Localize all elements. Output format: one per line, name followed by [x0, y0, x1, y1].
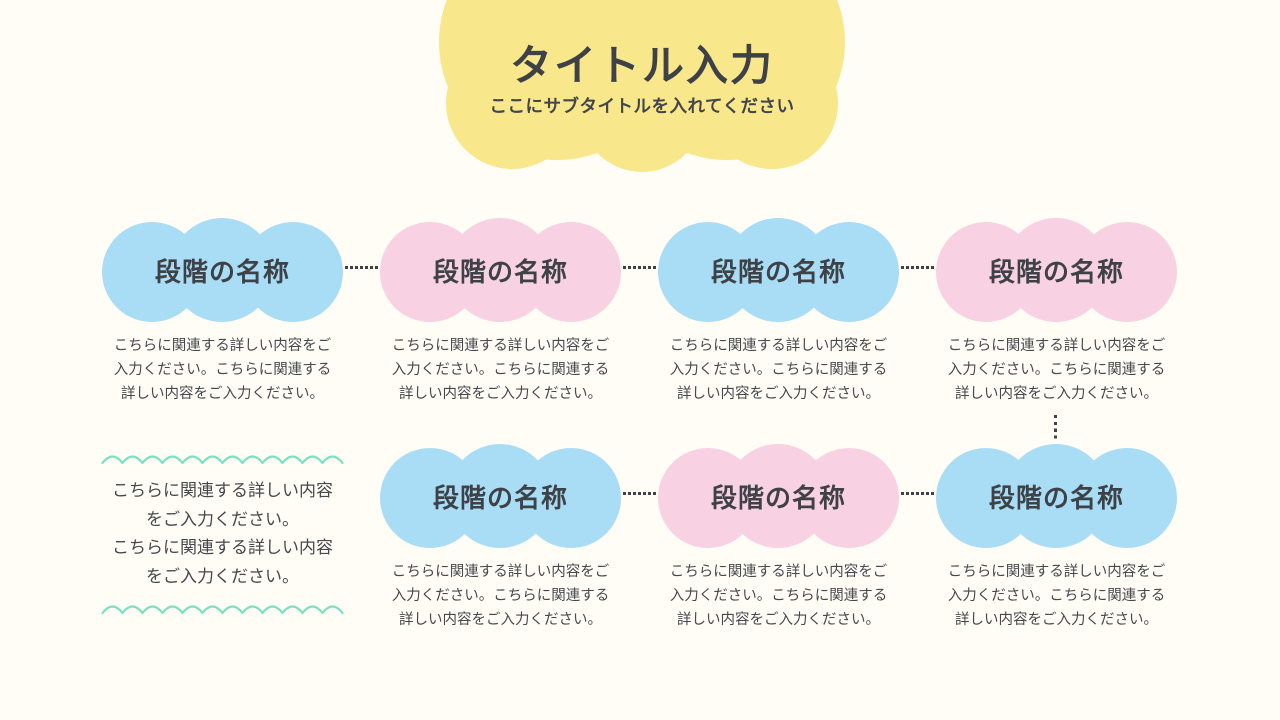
stage-card-2: 段階の名称 こちらに関連する詳しい内容をご 入力ください。こちらに関連する 詳し… — [378, 218, 623, 418]
cloud-shape — [380, 218, 621, 322]
dotted-connector-h2 — [623, 266, 656, 270]
stage-label: 段階の名称 — [432, 482, 568, 513]
stage-label: 段階の名称 — [710, 482, 846, 513]
dotted-connector-h5 — [901, 492, 934, 496]
stage-card-5: 段階の名称 こちらに関連する詳しい内容をご 入力ください。こちらに関連する 詳し… — [378, 444, 623, 644]
stage-card-1: 段階の名称 こちらに関連する詳しい内容をご 入力ください。こちらに関連する 詳し… — [100, 218, 345, 418]
page-title: タイトル入力 — [509, 42, 774, 89]
stage-card-3: 段階の名称 こちらに関連する詳しい内容をご 入力ください。こちらに関連する 詳し… — [656, 218, 901, 418]
stage-description: こちらに関連する詳しい内容をご 入力ください。こちらに関連する 詳しい内容をご入… — [669, 338, 888, 402]
title-cloud: タイトル入力 ここにサブタイトルを入れてください — [427, 0, 857, 172]
cloud-shape — [380, 444, 621, 548]
stage-label: 段階の名称 — [432, 256, 568, 287]
cloud-shape — [936, 218, 1177, 322]
cloud-shape — [658, 444, 899, 548]
title-cloud-shape — [439, 0, 845, 172]
stage-description: こちらに関連する詳しい内容をご 入力ください。こちらに関連する 詳しい内容をご入… — [947, 564, 1166, 628]
stage-label: 段階の名称 — [154, 256, 290, 287]
cloud-shape — [936, 444, 1177, 548]
page-subtitle: ここにサブタイトルを入れてください — [489, 96, 795, 116]
dotted-connector-h1 — [345, 266, 378, 270]
cloud-shape — [102, 218, 343, 322]
dotted-connector-h4 — [623, 492, 656, 496]
stage-description: こちらに関連する詳しい内容をご 入力ください。こちらに関連する 詳しい内容をご入… — [947, 338, 1166, 402]
dotted-connector-v1 — [1054, 415, 1058, 441]
stage-card-6: 段階の名称 こちらに関連する詳しい内容をご 入力ください。こちらに関連する 詳し… — [656, 444, 901, 644]
stage-description: こちらに関連する詳しい内容をご 入力ください。こちらに関連する 詳しい内容をご入… — [391, 338, 610, 402]
note-text: こちらに関連する詳しい内容 をご入力ください。 こちらに関連する詳しい内容 をご… — [112, 481, 333, 586]
cloud-shape — [658, 218, 899, 322]
stage-description: こちらに関連する詳しい内容をご 入力ください。こちらに関連する 詳しい内容をご入… — [113, 338, 332, 402]
stage-card-7: 段階の名称 こちらに関連する詳しい内容をご 入力ください。こちらに関連する 詳し… — [934, 444, 1179, 644]
stage-label: 段階の名称 — [710, 256, 846, 287]
wave-divider-bottom — [101, 605, 344, 615]
stage-label: 段階の名称 — [988, 256, 1124, 287]
wave-divider-top — [101, 455, 344, 465]
stage-card-4: 段階の名称 こちらに関連する詳しい内容をご 入力ください。こちらに関連する 詳し… — [934, 218, 1179, 418]
stage-description: こちらに関連する詳しい内容をご 入力ください。こちらに関連する 詳しい内容をご入… — [391, 564, 610, 628]
stage-label: 段階の名称 — [988, 482, 1124, 513]
stage-description: こちらに関連する詳しい内容をご 入力ください。こちらに関連する 詳しい内容をご入… — [669, 564, 888, 628]
dotted-connector-h3 — [901, 266, 934, 270]
